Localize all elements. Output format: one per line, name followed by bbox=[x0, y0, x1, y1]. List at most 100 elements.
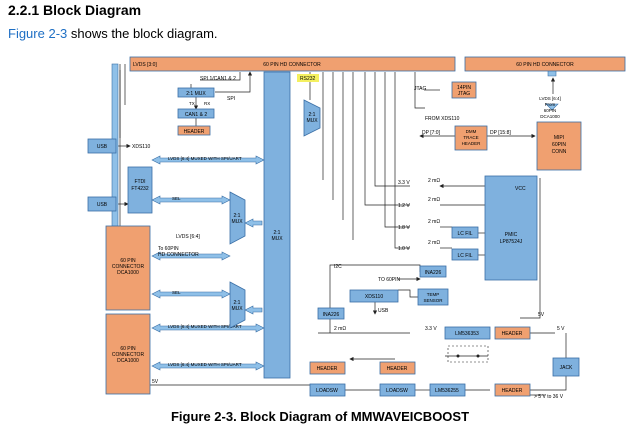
hd-connector-right-label: 60 PIN HD CONNECTOR bbox=[516, 62, 574, 68]
temp-2: SENSOR bbox=[423, 298, 443, 303]
pmic-1: PMIC bbox=[505, 232, 518, 238]
i2c-label: I2C bbox=[334, 264, 342, 270]
lvds64-1: LVDS [6:4] bbox=[539, 96, 560, 101]
vcc-label: VCC bbox=[515, 186, 526, 192]
mux-rs-2: MUX bbox=[306, 118, 318, 124]
v33-label: 3.3 V bbox=[398, 180, 410, 186]
mux-small-label: 2:1 MUX bbox=[186, 91, 206, 97]
lvds64-3: 60PIN bbox=[544, 108, 557, 113]
bus-label-4: SEL bbox=[172, 196, 181, 201]
header-4-label: HEADER bbox=[502, 388, 523, 394]
lc-filter-2-label: LC FIL bbox=[457, 253, 472, 259]
r-e: 2 mΩ bbox=[334, 326, 346, 332]
lvds64-4: DCA1000 bbox=[540, 114, 560, 119]
bus-label-1: LVDS [6:4] MUXED WITH SPI/UART bbox=[168, 156, 242, 161]
tx-label: TX bbox=[189, 101, 195, 106]
temp-1: TEMP bbox=[427, 292, 440, 297]
can-label: CAN1 & 2 bbox=[185, 112, 207, 118]
bus-label-3: LVDS [6:4] MUXED WITH SPI/UART bbox=[168, 362, 242, 367]
ftdi-label-2: FT4232 bbox=[131, 186, 148, 192]
wires bbox=[116, 64, 567, 396]
lm536255 bbox=[429, 383, 466, 397]
lvds64b-label: LVDS [6:4] bbox=[176, 234, 200, 240]
usb-arrow-label: USB bbox=[378, 308, 389, 314]
loadsw-1-label: LOADSW bbox=[316, 388, 338, 394]
usb-block-2 bbox=[87, 196, 117, 212]
xds-label: XDS110 bbox=[365, 294, 383, 300]
intro-rest: shows the block diagram. bbox=[67, 26, 218, 41]
mux-small bbox=[177, 87, 215, 98]
header-2 bbox=[309, 361, 346, 375]
v12-label: 1.2 V bbox=[398, 203, 410, 209]
dmm-2: TRACE bbox=[463, 135, 478, 140]
ina226-b bbox=[317, 307, 345, 320]
figure-link[interactable]: Figure 2-3 bbox=[8, 26, 68, 41]
jtag-block bbox=[451, 81, 477, 99]
lc-filter-1 bbox=[451, 226, 479, 239]
v33b-label: 3.3 V bbox=[425, 326, 437, 332]
header-3 bbox=[379, 361, 416, 375]
lm536353 bbox=[444, 326, 491, 340]
lc-filter-1-label: LC FIL bbox=[457, 231, 472, 237]
temp-sensor bbox=[417, 288, 449, 306]
rs232-label: RS232 bbox=[300, 76, 316, 82]
header-can bbox=[177, 125, 211, 136]
mux-a-2: MUX bbox=[231, 219, 243, 225]
mux-b bbox=[229, 281, 246, 329]
mux-big bbox=[263, 71, 291, 379]
r-c: 2 mΩ bbox=[428, 219, 440, 225]
intro-text: Figure 2-3 shows the block diagram. bbox=[8, 26, 218, 41]
to60pin-label: TO 60PIN bbox=[378, 277, 401, 283]
to60-1: To 60PIN bbox=[158, 246, 179, 252]
header-1 bbox=[494, 326, 531, 340]
hd-connector-right bbox=[464, 56, 626, 72]
switch-box bbox=[447, 345, 489, 363]
v10-label: 1.0 V bbox=[398, 246, 410, 252]
mipi-connector bbox=[536, 121, 582, 171]
v18-label: 1.8 V bbox=[398, 225, 410, 231]
mux-a bbox=[229, 191, 246, 245]
bus-label-5: SEL bbox=[172, 290, 181, 295]
from-xds-label: FROM XDS110 bbox=[425, 116, 460, 122]
mux-a-1: 2:1 bbox=[234, 213, 241, 219]
mux-big-label-1: 2:1 bbox=[274, 230, 281, 236]
dca1000-connector-a bbox=[105, 225, 151, 311]
header-1-label: HEADER bbox=[502, 331, 523, 337]
hd-connector-top-label: 60 PIN HD CONNECTOR bbox=[263, 62, 321, 68]
ina226-a bbox=[419, 265, 447, 278]
dmm-3: HEADER bbox=[462, 141, 482, 146]
jack-label: JACK bbox=[560, 365, 573, 371]
rx-label: RX bbox=[204, 101, 210, 106]
conn-b-2: CONNECTOR bbox=[112, 352, 145, 358]
pmic-2: LP87524J bbox=[500, 239, 523, 245]
v5c-label: 5 V bbox=[557, 326, 565, 332]
conn-b-3: DCA1000 bbox=[117, 358, 139, 364]
conn-b-1: 60 PIN bbox=[120, 346, 136, 352]
lm2-label: LM536255 bbox=[435, 388, 459, 394]
mux-rs-1: 2:1 bbox=[309, 112, 316, 118]
r-d: 2 mΩ bbox=[428, 240, 440, 246]
dp70-label: DP [7:0] bbox=[422, 130, 441, 136]
r-b: 2 mΩ bbox=[428, 197, 440, 203]
usb-block-2-label: USB bbox=[97, 202, 108, 208]
v5a-label: 5V bbox=[538, 312, 545, 318]
header-2-label: HEADER bbox=[317, 366, 338, 372]
ina-b-label: INA226 bbox=[323, 312, 340, 318]
bus-label-2: LVDS [6:4] MUXED WITH SPI/UART bbox=[168, 324, 242, 329]
lvds-label: LVDS [3:0] bbox=[133, 62, 157, 68]
jtag-2: JTAG bbox=[458, 91, 471, 97]
to60-2: HD CONNECTOR bbox=[158, 252, 199, 258]
mipi-2: 60PIN bbox=[552, 142, 566, 148]
xds110-label: XDS110 bbox=[132, 144, 150, 150]
r-a: 2 mΩ bbox=[428, 178, 440, 184]
loadsw-2-label: LOADSW bbox=[386, 388, 408, 394]
mux-big-label-2: MUX bbox=[271, 236, 283, 242]
lm1-label: LM536353 bbox=[455, 331, 479, 337]
ftdi-block bbox=[127, 166, 153, 214]
section-heading: 2.2.1 Block Diagram bbox=[8, 2, 142, 18]
mux-b-2: MUX bbox=[231, 306, 243, 312]
jack-block bbox=[552, 357, 580, 377]
usb-block-1 bbox=[87, 138, 117, 154]
conn-a-3: DCA1000 bbox=[117, 270, 139, 276]
